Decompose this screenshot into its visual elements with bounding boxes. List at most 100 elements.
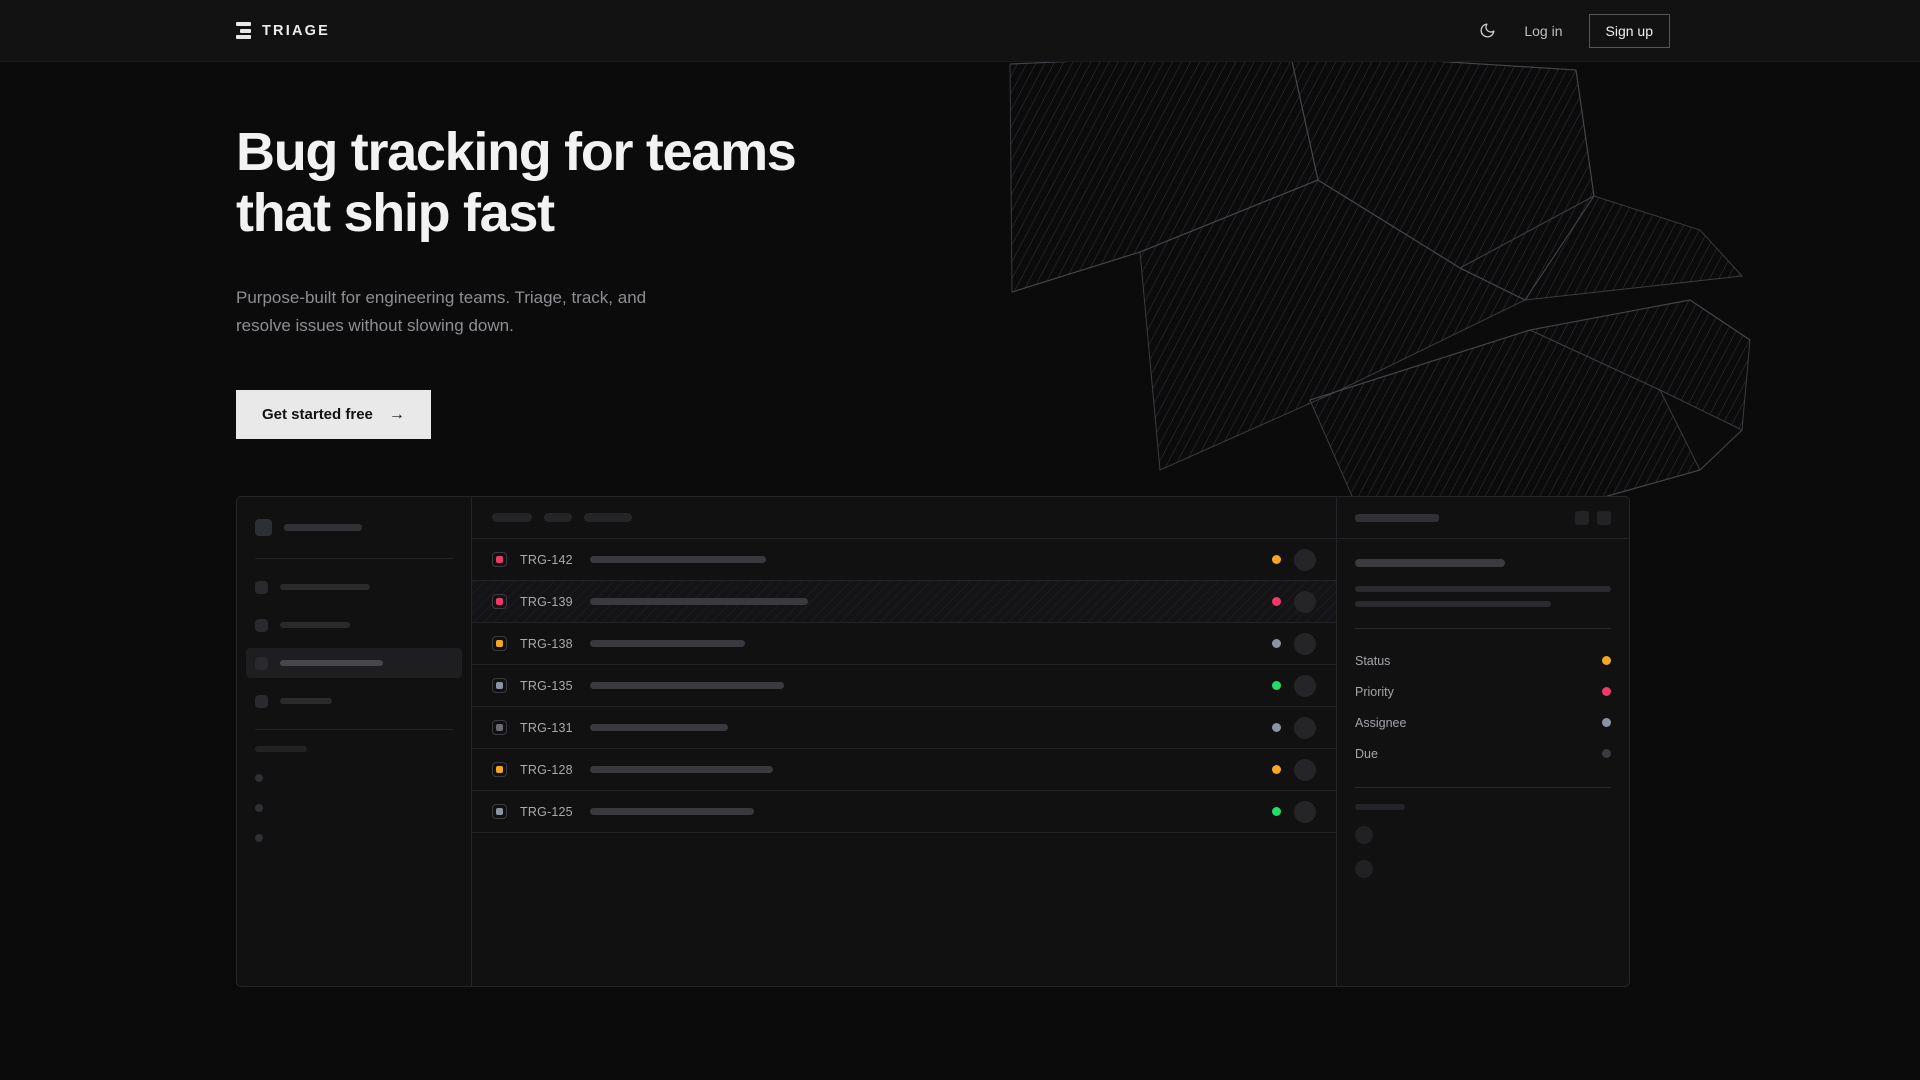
detail-header-placeholder <box>1355 513 1439 522</box>
detail-activity-avatar[interactable] <box>1355 826 1373 845</box>
detail-meta-row-due[interactable]: Due <box>1355 738 1611 769</box>
status-badge <box>1272 597 1281 607</box>
detail-action-button-0[interactable] <box>1575 510 1589 525</box>
sidebar-item-icon <box>255 580 268 594</box>
issue-row-meta <box>1272 674 1316 697</box>
sidebar-item-label <box>280 622 350 629</box>
site-header: TRIAGE Log in Sign up <box>0 0 1920 62</box>
sidebar-item-label <box>280 584 370 591</box>
moon-icon[interactable] <box>1476 20 1498 42</box>
status-badge <box>1272 765 1281 775</box>
sidebar-item-label <box>280 698 332 705</box>
avatar[interactable] <box>1294 716 1316 739</box>
table-row[interactable]: TRG-135 <box>472 665 1336 708</box>
issue-title-placeholder <box>590 682 784 690</box>
status-badge <box>1272 555 1281 565</box>
issue-row-meta <box>1272 548 1316 571</box>
sidebar-footer-dot[interactable] <box>255 804 263 813</box>
detail-meta-value-dot <box>1602 656 1611 666</box>
detail-panel-header <box>1337 497 1629 540</box>
table-row[interactable]: TRG-125 <box>472 791 1336 834</box>
status-badge <box>1272 681 1281 691</box>
table-row[interactable]: TRG-142 <box>472 539 1336 582</box>
detail-meta-label: Due <box>1355 746 1378 761</box>
arrow-right-icon: → <box>388 405 405 423</box>
sidebar-item-icon <box>255 618 268 632</box>
sidebar-workspace-header[interactable] <box>255 519 453 560</box>
workspace-avatar-icon <box>255 519 272 537</box>
sidebar-item-label <box>280 660 383 667</box>
sidebar-nav <box>246 559 462 731</box>
sidebar-footer-dots <box>255 774 453 843</box>
issue-row-meta <box>1272 716 1316 739</box>
issue-list-toolbar <box>472 497 1336 540</box>
table-row[interactable]: TRG-138 <box>472 623 1336 666</box>
workspace-name-placeholder <box>284 524 362 532</box>
issue-id: TRG-135 <box>520 678 573 693</box>
sidebar-section-label-placeholder <box>255 746 307 753</box>
issue-row-meta <box>1272 632 1316 655</box>
table-row[interactable]: TRG-128 <box>472 749 1336 792</box>
detail-meta-value-dot <box>1602 749 1611 759</box>
hero-sub-line-1: Purpose-built for engineering teams. Tri… <box>236 288 647 308</box>
detail-meta-label: Priority <box>1355 684 1394 699</box>
avatar[interactable] <box>1294 590 1316 613</box>
status-badge <box>1272 807 1281 817</box>
toolbar-filter-chip[interactable] <box>492 513 532 523</box>
issue-id: TRG-139 <box>520 594 573 609</box>
toolbar-filter-chip[interactable] <box>584 513 632 523</box>
page-title: Bug tracking for teams that ship fast <box>236 122 876 244</box>
detail-title-placeholder <box>1355 559 1505 568</box>
brand-logo[interactable]: TRIAGE <box>236 22 330 39</box>
table-row[interactable]: TRG-139 <box>472 581 1336 624</box>
detail-description-placeholder <box>1355 586 1611 608</box>
sidebar-item-0[interactable] <box>246 572 462 602</box>
detail-body-line <box>1355 601 1551 608</box>
sidebar-footer-dot[interactable] <box>255 834 263 843</box>
detail-meta-row-status[interactable]: Status <box>1355 645 1611 676</box>
issue-id: TRG-128 <box>520 762 573 777</box>
get-started-button[interactable]: Get started free → <box>236 390 431 440</box>
avatar[interactable] <box>1294 758 1316 781</box>
detail-meta-row-priority[interactable]: Priority <box>1355 676 1611 707</box>
signup-button[interactable]: Sign up <box>1588 13 1670 48</box>
login-link[interactable]: Log in <box>1524 22 1563 39</box>
table-row[interactable]: TRG-131 <box>472 707 1336 750</box>
hero-subheading: Purpose-built for engineering teams. Tri… <box>236 284 706 340</box>
issue-type-badge <box>492 636 507 652</box>
detail-meta-row-assignee[interactable]: Assignee <box>1355 707 1611 738</box>
detail-meta-value-dot <box>1602 687 1611 697</box>
header-actions: Log in Sign up <box>1476 13 1920 48</box>
status-badge <box>1272 723 1281 733</box>
avatar[interactable] <box>1294 548 1316 571</box>
detail-action-button-1[interactable] <box>1597 510 1611 525</box>
detail-meta-label: Status <box>1355 653 1391 668</box>
hero-heading-line-2: that ship fast <box>236 183 555 244</box>
detail-activity-avatars <box>1355 826 1611 879</box>
issue-row-meta <box>1272 800 1316 823</box>
sidebar-footer-dot[interactable] <box>255 774 263 783</box>
sidebar-item-3[interactable] <box>246 686 462 716</box>
toolbar-filter-chip[interactable] <box>544 513 572 523</box>
issue-id: TRG-131 <box>520 720 573 735</box>
avatar[interactable] <box>1294 800 1316 823</box>
issue-id: TRG-125 <box>520 804 573 819</box>
detail-meta-value-dot <box>1602 718 1611 728</box>
issue-type-badge <box>492 552 507 568</box>
issue-id: TRG-142 <box>520 552 573 567</box>
sidebar-item-2[interactable] <box>246 648 462 679</box>
sidebar-item-icon <box>255 656 268 670</box>
avatar[interactable] <box>1294 632 1316 655</box>
sidebar-item-1[interactable] <box>246 610 462 640</box>
detail-meta-label: Assignee <box>1355 715 1407 730</box>
detail-activity-label-placeholder <box>1355 804 1405 811</box>
issue-title-placeholder <box>590 766 773 774</box>
avatar[interactable] <box>1294 674 1316 697</box>
detail-activity-avatar[interactable] <box>1355 860 1373 879</box>
brand-name: TRIAGE <box>262 22 330 39</box>
issue-type-badge <box>492 804 507 820</box>
